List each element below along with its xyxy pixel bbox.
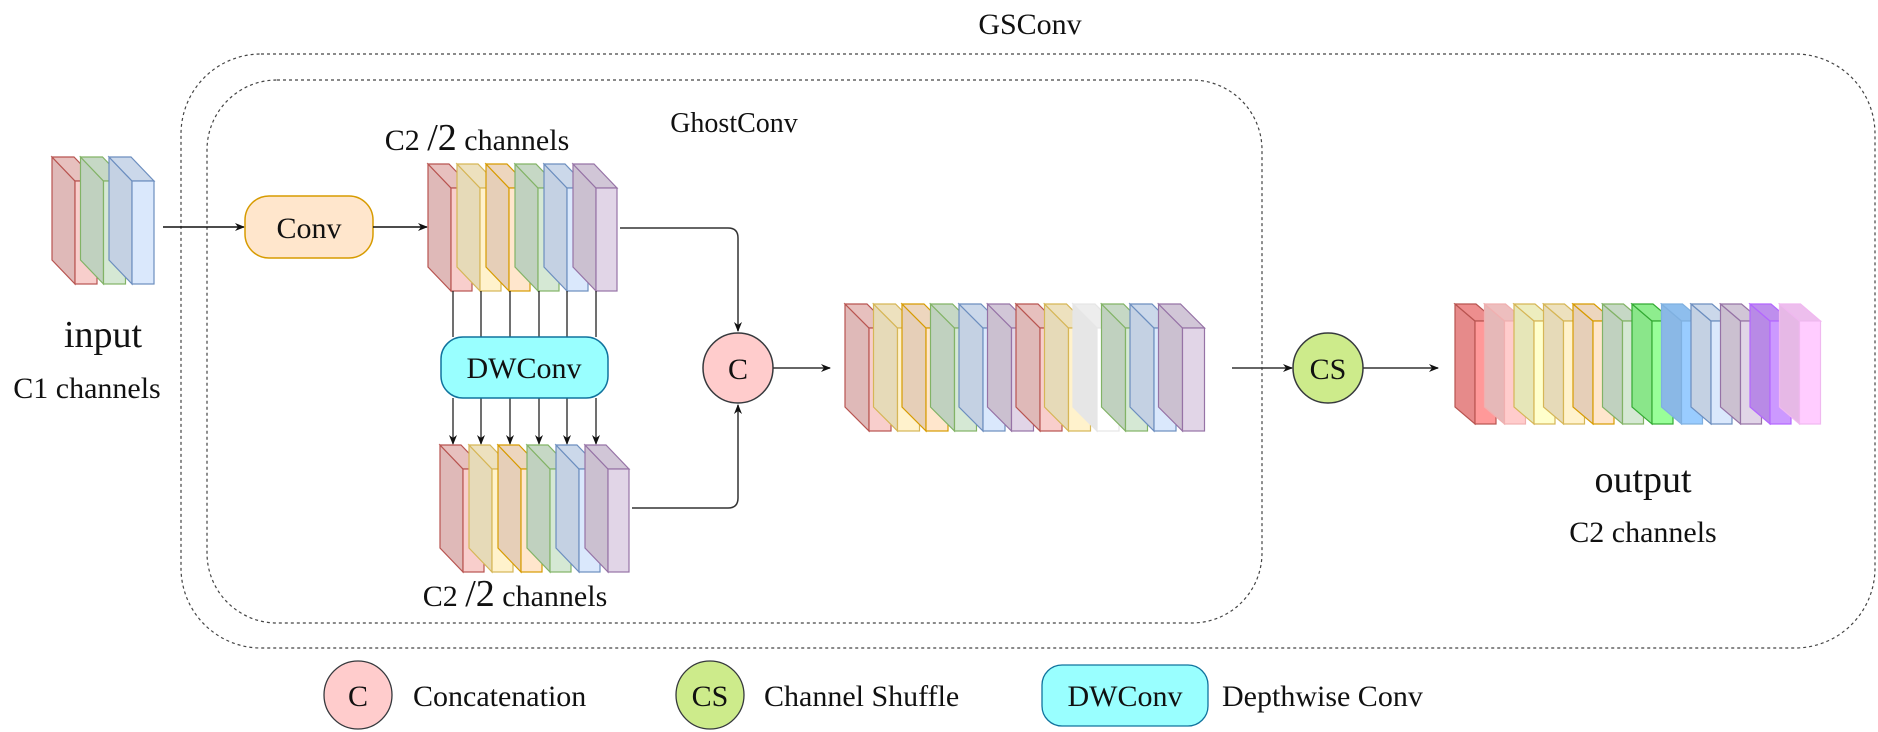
- output-channels-label: C2 channels: [1569, 516, 1716, 549]
- bottom-block-label-suffix: channels: [495, 580, 607, 613]
- concatenated-feature-map: [843, 302, 1206, 433]
- dwconv-node: DWConv: [440, 336, 609, 399]
- input-channels-label: C1 channels: [13, 372, 160, 405]
- legend: C Concatenation CS Channel Shuffle DWCon…: [323, 660, 1423, 730]
- input-slab-blue: [107, 155, 156, 286]
- ghost-primary-feature-map: [426, 162, 619, 293]
- arrow-top-to-concat: [620, 227, 742, 332]
- ghostconv-container: [206, 79, 1263, 624]
- bottom-slab-purple: [583, 443, 631, 574]
- concat-slab-purple: [1157, 302, 1206, 433]
- output-feature-map: [1453, 302, 1823, 426]
- legend-text-depthwise-conv: Depthwise Conv: [1222, 680, 1423, 713]
- input-feature-map: [50, 155, 156, 286]
- concat-node: C: [702, 332, 774, 404]
- top-block-label-suffix: channels: [457, 124, 569, 157]
- bottom-block-label: C2 /2 channels: [423, 573, 608, 615]
- channel-shuffle-node-label: CS: [1310, 353, 1347, 386]
- legend-item-depthwise-conv: DWConv Depthwise Conv: [1041, 664, 1423, 727]
- top-slab-purple: [571, 162, 619, 293]
- legend-symbol-channel-shuffle: CS: [692, 680, 729, 713]
- top-block-label-prefix: C2: [385, 124, 428, 157]
- legend-item-concatenation: C Concatenation: [323, 660, 586, 730]
- legend-text-channel-shuffle: Channel Shuffle: [764, 680, 959, 713]
- dwconv-label: DWConv: [467, 352, 582, 385]
- bottom-block-label-prefix: C2: [423, 580, 466, 613]
- gsconv-title: GSConv: [978, 8, 1081, 41]
- legend-symbol-concatenation: C: [348, 680, 368, 713]
- legend-item-channel-shuffle: CS Channel Shuffle: [675, 660, 959, 730]
- depthwise-connections: [449, 291, 600, 445]
- conv-label: Conv: [276, 212, 341, 245]
- top-block-label-frac: /2: [427, 117, 457, 159]
- arrow-bottom-to-concat: [632, 404, 742, 509]
- ghost-cheap-feature-map: [438, 443, 631, 574]
- bottom-block-label-frac: /2: [465, 573, 495, 615]
- output-label: output: [1594, 459, 1692, 501]
- conv-node: Conv: [244, 195, 374, 259]
- legend-text-concatenation: Concatenation: [413, 680, 586, 713]
- top-block-label: C2 /2 channels: [385, 117, 570, 159]
- input-label: input: [64, 314, 143, 356]
- output-slab-lightpink: [1777, 302, 1823, 426]
- legend-symbol-depthwise-conv: DWConv: [1068, 680, 1183, 713]
- concat-node-label: C: [728, 353, 748, 386]
- ghostconv-title: GhostConv: [670, 108, 798, 139]
- channel-shuffle-node: CS: [1292, 332, 1364, 404]
